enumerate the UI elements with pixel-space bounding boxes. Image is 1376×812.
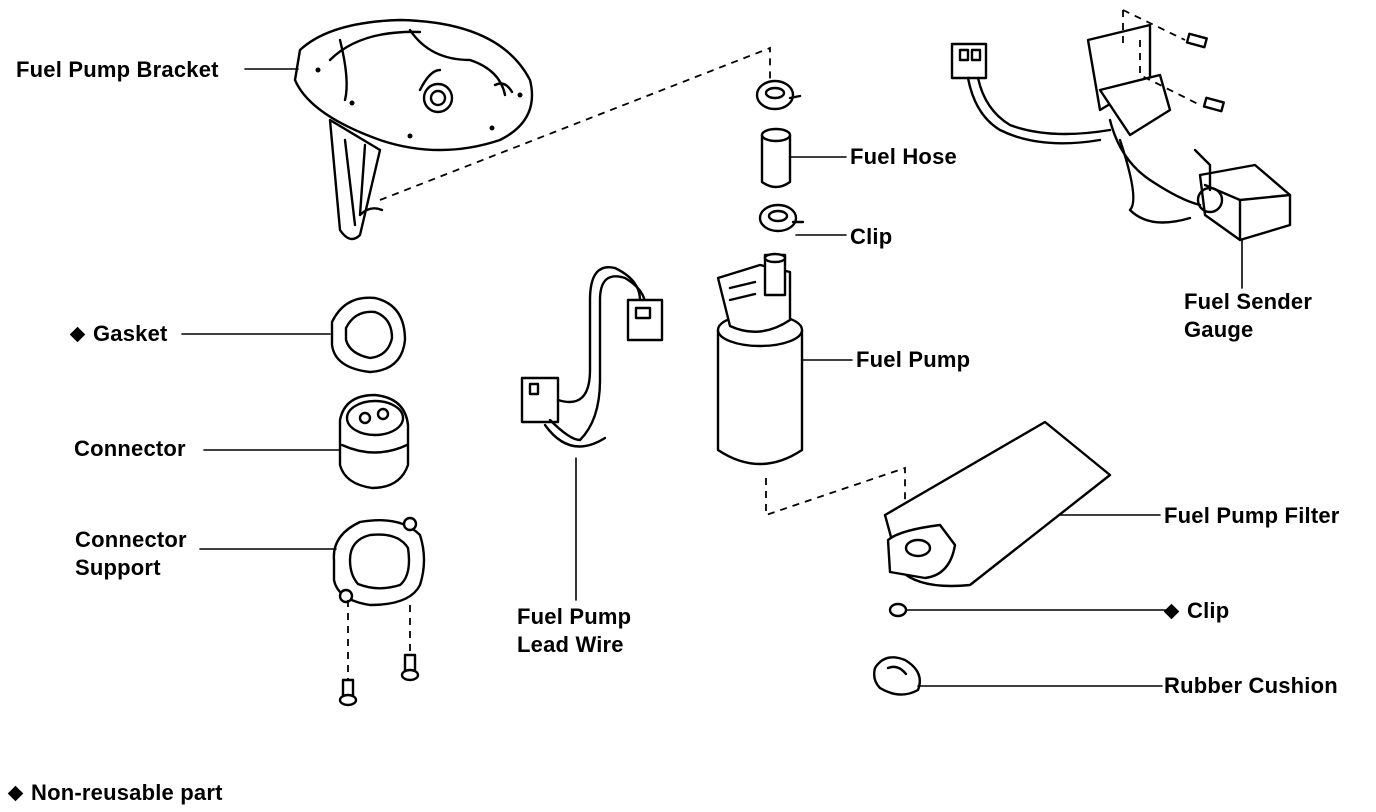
fuel-pump-bracket-drawing bbox=[293, 18, 534, 241]
diamond-icon bbox=[7, 785, 24, 802]
fuel-pump-lead-wire-drawing bbox=[520, 265, 664, 448]
label-fuel-pump-filter: Fuel Pump Filter bbox=[1164, 503, 1340, 528]
middle-clip-drawing bbox=[758, 203, 805, 233]
connector-drawing bbox=[338, 393, 410, 490]
label-fuel-pump-lead-wire: Fuel Pump Lead Wire bbox=[517, 603, 631, 659]
label-connector-support-line1: Connector bbox=[75, 527, 187, 552]
label-connector-support-line2: Support bbox=[75, 555, 161, 580]
connector-support-drawing bbox=[332, 516, 426, 607]
label-fuel-sender-gauge: Fuel Sender Gauge bbox=[1184, 288, 1312, 344]
diamond-icon bbox=[1163, 603, 1180, 620]
label-fuel-pump-lead-wire-line2: Lead Wire bbox=[517, 632, 624, 657]
fuel-sender-gauge-drawing bbox=[950, 9, 1292, 242]
label-clip-bottom: Clip bbox=[1163, 597, 1230, 625]
label-gasket: Gasket bbox=[69, 320, 168, 348]
rubber-cushion-drawing bbox=[872, 656, 922, 696]
label-fuel-pump-lead-wire-line1: Fuel Pump bbox=[517, 604, 632, 629]
label-clip-top: Clip bbox=[850, 224, 893, 249]
label-fuel-sender-gauge-line1: Fuel Sender bbox=[1184, 289, 1313, 314]
label-fuel-pump-bracket: Fuel Pump Bracket bbox=[16, 57, 219, 82]
gasket-drawing bbox=[330, 296, 407, 374]
leader-lines bbox=[181, 68, 1243, 687]
fuel-pump-filter-drawing bbox=[883, 420, 1112, 588]
top-clip-drawing bbox=[755, 79, 802, 111]
label-connector: Connector bbox=[74, 436, 186, 461]
label-connector-support: Connector Support bbox=[75, 526, 187, 582]
legend-non-reusable: Non-reusable part bbox=[7, 779, 223, 807]
label-clip-bottom-text: Clip bbox=[1187, 598, 1230, 623]
label-rubber-cushion: Rubber Cushion bbox=[1164, 673, 1338, 698]
fuel-hose-drawing bbox=[760, 127, 792, 189]
legend-non-reusable-text: Non-reusable part bbox=[31, 780, 223, 805]
diamond-icon bbox=[69, 326, 86, 343]
label-fuel-pump: Fuel Pump bbox=[856, 347, 971, 372]
bottom-clip-drawing bbox=[888, 602, 908, 618]
label-gasket-text: Gasket bbox=[93, 321, 168, 346]
label-fuel-sender-gauge-line2: Gauge bbox=[1184, 317, 1254, 342]
screw-drawing bbox=[338, 653, 420, 707]
fuel-pump-drawing bbox=[716, 252, 804, 466]
label-fuel-hose: Fuel Hose bbox=[850, 144, 957, 169]
